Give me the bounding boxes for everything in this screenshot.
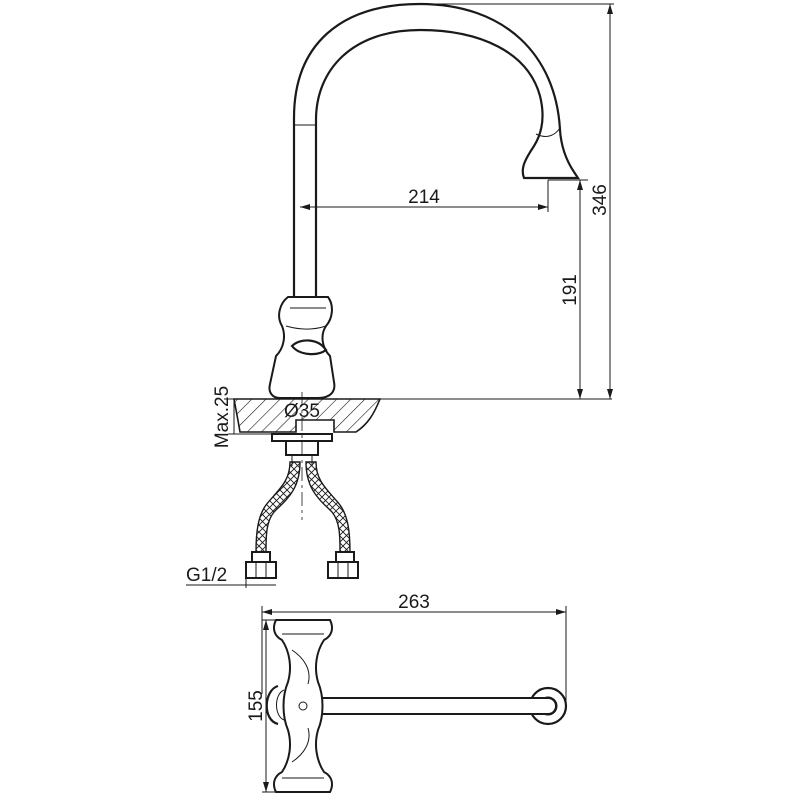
spout-tip-line bbox=[535, 127, 561, 137]
dim-spout-height-label: 191 bbox=[560, 274, 581, 306]
base-plate bbox=[265, 684, 279, 726]
dim-width: 155 bbox=[246, 619, 278, 793]
dim-width-label: 155 bbox=[246, 690, 267, 722]
countertop bbox=[224, 398, 612, 433]
dim-reach-label: 214 bbox=[408, 187, 440, 208]
hose-nut-right bbox=[327, 551, 359, 579]
dim-connection: G1/2 bbox=[186, 565, 276, 588]
handle-top-view bbox=[273, 619, 333, 793]
dim-connection-label: G1/2 bbox=[186, 565, 227, 586]
dim-hole-diameter-label: Ø35 bbox=[284, 401, 320, 422]
dim-max-thickness: Max.25 bbox=[212, 386, 272, 448]
side-view: 214 191 346 Max.25 Ø35 bbox=[186, 2, 614, 588]
dim-length-label: 263 bbox=[398, 592, 430, 613]
dim-total-height: 346 bbox=[420, 3, 614, 399]
dim-total-height-label: 346 bbox=[590, 184, 611, 216]
countertop-section bbox=[233, 398, 382, 433]
spout-outer bbox=[292, 2, 581, 300]
mixer-handle bbox=[268, 296, 336, 399]
flexible-hoses bbox=[245, 461, 359, 579]
spout-arm-top bbox=[295, 686, 568, 726]
dim-length: 263 bbox=[261, 592, 567, 706]
dim-spout-height: 191 bbox=[548, 179, 588, 399]
hose-nut-left bbox=[245, 551, 277, 579]
dim-max-thickness-label: Max.25 bbox=[212, 386, 233, 448]
top-view: 263 155 bbox=[246, 592, 568, 793]
dim-reach: 214 bbox=[300, 180, 549, 212]
